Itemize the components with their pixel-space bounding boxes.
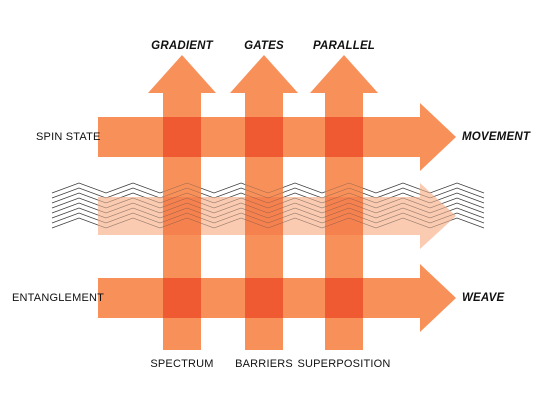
overlap-square [245, 117, 283, 157]
zigzag-line [51, 192, 485, 204]
label-barriers: BARRIERS [235, 358, 293, 370]
zigzag-line [51, 212, 485, 224]
overlap-square [163, 278, 201, 318]
zigzag-line [51, 187, 485, 199]
label-spectrum: SPECTRUM [150, 358, 214, 370]
zigzag-line [51, 202, 485, 214]
label-weave: WEAVE [462, 292, 505, 304]
label-spin-state: SPIN STATE [36, 131, 101, 143]
label-gates: GATES [244, 40, 284, 52]
label-parallel: PARALLEL [312, 40, 376, 52]
overlap-square [163, 117, 201, 157]
label-movement: MOVEMENT [462, 131, 531, 143]
overlap-square [245, 278, 283, 318]
overlap-square-light [245, 197, 283, 235]
label-entanglement: ENTANGLEMENT [12, 292, 105, 304]
zigzag-line [51, 207, 485, 219]
zigzag-line [51, 182, 485, 194]
overlap-square [325, 278, 363, 318]
zigzag-band-front [51, 182, 485, 229]
label-superposition: SUPERPOSITION [297, 358, 391, 370]
overlap-square [325, 117, 363, 157]
zigzag-line [51, 197, 485, 209]
zigzag-line [51, 217, 485, 229]
label-gradient: GRADIENT [151, 40, 213, 52]
